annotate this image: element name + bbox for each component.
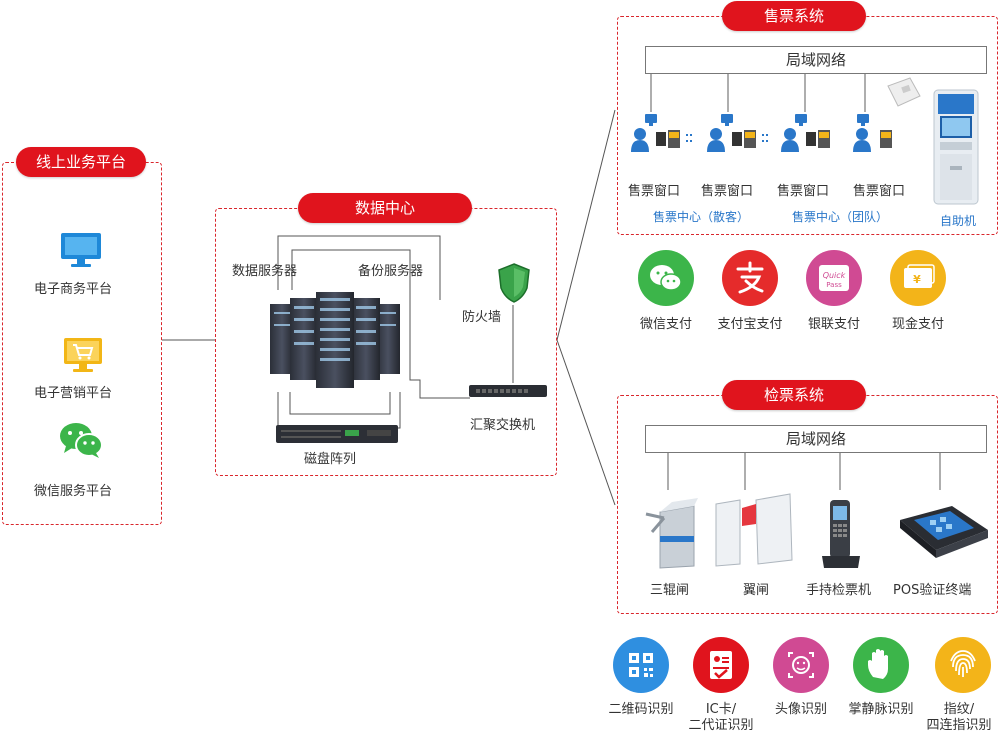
shopping-cart-monitor-icon xyxy=(63,337,103,373)
alipay-label: 支付宝支付 xyxy=(717,317,783,332)
id-card-line1: IC卡/ xyxy=(705,702,737,717)
svg-text:Pass: Pass xyxy=(826,281,842,289)
unionpay-label: 银联支付 xyxy=(807,317,860,332)
cash-pay-icon: ¥ xyxy=(890,250,946,306)
wechat-service-platform-label: 微信服务平台 xyxy=(34,484,113,499)
ecommerce-platform-label: 电子商务平台 xyxy=(34,282,113,297)
palm-vein-recognition-icon xyxy=(853,637,909,693)
disk-array-label: 磁盘阵列 xyxy=(304,452,357,467)
ticket-window-2-label: 售票窗口 xyxy=(701,184,754,199)
self-service-kiosk-icon xyxy=(928,86,984,208)
id-card-recognition-icon xyxy=(693,637,749,693)
ticket-center-group-label: 售票中心（团队） xyxy=(792,210,889,224)
disk-array-icon xyxy=(275,424,399,444)
ticket-window-4-label: 售票窗口 xyxy=(853,184,906,199)
svg-text:¥: ¥ xyxy=(913,273,921,286)
checking-system-title: 检票系统 xyxy=(722,380,866,410)
ticketing-lan-box: 局域网络 xyxy=(645,46,987,74)
kiosk-label: 自助机 xyxy=(940,214,977,228)
computer-monitor-icon xyxy=(60,232,102,268)
flap-barrier-icon xyxy=(712,490,798,570)
firewall-shield-icon xyxy=(497,262,531,304)
wechat-pay-icon xyxy=(638,250,694,306)
data-center-title: 数据中心 xyxy=(298,193,472,223)
ticket-center-scatter-label: 售票中心（散客） xyxy=(653,210,750,224)
ticket-window-4-devices-icon xyxy=(850,112,910,154)
emarketing-platform-label: 电子营销平台 xyxy=(34,386,113,401)
ticketing-system-title: 售票系统 xyxy=(722,1,866,31)
face-recognition-icon xyxy=(773,637,829,693)
tripod-turnstile-label: 三辊闸 xyxy=(650,583,690,598)
unionpay-quickpass-icon: Quick Pass xyxy=(806,250,862,306)
pos-terminal-icon xyxy=(894,500,992,564)
tripod-turnstile-icon xyxy=(642,492,700,570)
wechat-icon xyxy=(58,420,104,460)
fingerprint-line1: 指纹/ xyxy=(943,702,975,717)
svg-text:Quick: Quick xyxy=(823,271,846,280)
server-rack-icon xyxy=(268,290,404,392)
data-server-label: 数据服务器 xyxy=(232,264,298,279)
wechat-pay-label: 微信支付 xyxy=(639,317,692,332)
ticket-window-1-devices-icon xyxy=(630,112,720,154)
face-recognition-label: 头像识别 xyxy=(761,702,841,718)
id-card-line2: 二代证识别 xyxy=(688,718,754,733)
network-switch-icon xyxy=(468,383,548,399)
face-line2: 头像识别 xyxy=(774,702,827,717)
cash-pay-label: 现金支付 xyxy=(891,317,944,332)
checking-lan-box: 局域网络 xyxy=(645,425,987,453)
palm-vein-recognition-label: 掌静脉识别 xyxy=(841,702,921,718)
qr-code-recognition-icon xyxy=(613,637,669,693)
palm-line2: 掌静脉识别 xyxy=(848,702,914,717)
handheld-scanner-label: 手持检票机 xyxy=(806,583,872,598)
ticket-window-2-devices-icon xyxy=(706,112,796,154)
ticket-window-3-label: 售票窗口 xyxy=(777,184,830,199)
backup-server-label: 备份服务器 xyxy=(358,264,424,279)
fingerprint-recognition-icon xyxy=(935,637,991,693)
pos-terminal-label: POS验证终端 xyxy=(893,583,972,598)
alipay-icon xyxy=(722,250,778,306)
aggregation-switch-label: 汇聚交换机 xyxy=(470,418,536,433)
fingerprint-recognition-label: 指纹/ 四连指识别 xyxy=(920,702,998,734)
card-reader-icon xyxy=(884,76,924,110)
firewall-label: 防火墙 xyxy=(462,310,502,325)
qr-code-recognition-label: 二维码识别 xyxy=(601,702,681,718)
ticket-window-3-devices-icon xyxy=(780,112,840,154)
fingerprint-line2: 四连指识别 xyxy=(926,718,992,733)
qr-code-line2: 二维码识别 xyxy=(608,702,674,717)
id-card-recognition-label: IC卡/ 二代证识别 xyxy=(681,702,761,734)
ticket-window-1-label: 售票窗口 xyxy=(628,184,681,199)
flap-barrier-label: 翼闸 xyxy=(743,583,770,598)
online-platform-title: 线上业务平台 xyxy=(16,147,146,177)
handheld-scanner-icon xyxy=(818,498,864,570)
